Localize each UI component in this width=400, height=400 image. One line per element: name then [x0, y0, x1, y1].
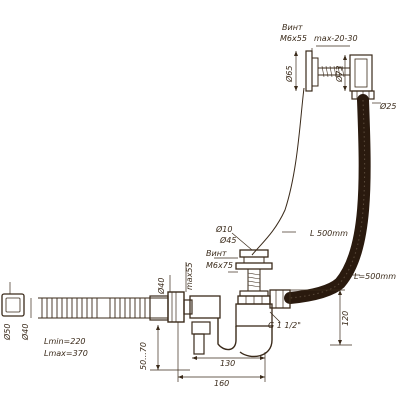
label-w160: 160 — [214, 379, 229, 388]
siphon-outlet — [189, 295, 221, 319]
drain-gasket — [239, 290, 269, 297]
drain-plug-cap — [239, 249, 269, 258]
label-d73: Ø73 — [334, 66, 344, 83]
dimension-lines — [150, 231, 360, 382]
drain-flange — [235, 262, 273, 270]
label-max55: max55 — [185, 262, 194, 290]
label-d50: Ø50 — [2, 324, 12, 341]
corrugated-outlet-pipe — [38, 295, 169, 321]
drain-screw — [247, 268, 261, 292]
label-d25: Ø25 — [379, 101, 396, 111]
dimension-labels: Винт M6x55 max-20-30 Ø65 Ø73 Ø25 L 500mm… — [2, 23, 396, 388]
label-d45: Ø45 — [219, 235, 236, 245]
control-cable — [251, 87, 305, 256]
label-thread-mid: M6x75 — [206, 261, 233, 270]
siphon-cleanout-plug — [193, 333, 205, 355]
label-l500-right: L=500mm — [354, 272, 396, 281]
label-d65: Ø65 — [284, 66, 294, 83]
label-d40-left: Ø40 — [20, 324, 30, 341]
label-w130: 130 — [220, 359, 235, 368]
hose-connector — [269, 289, 291, 309]
label-thread-top: M6x55 — [280, 34, 307, 43]
overflow-hose — [284, 94, 371, 304]
overflow-cover-rim — [311, 57, 319, 87]
label-d10: Ø10 — [215, 224, 232, 234]
label-max-range: max-20-30 — [314, 34, 358, 43]
label-thread-half: G 1 1/2" — [268, 321, 301, 330]
label-l500-left: L 500mm — [310, 229, 348, 238]
label-vint-mid: Винт — [206, 249, 227, 258]
siphon-cleanout — [191, 321, 211, 335]
label-vint-top: Винт — [282, 23, 303, 32]
label-d40-mid: Ø40 — [156, 278, 166, 295]
pipe-end-section — [1, 282, 32, 318]
label-lmax: Lmax=370 — [44, 349, 88, 358]
drain-body — [235, 303, 273, 327]
label-h120: 120 — [341, 311, 350, 326]
overflow-body — [349, 54, 373, 92]
label-range-50-70: 50...70 — [139, 342, 148, 370]
drain-plug-assembly — [235, 249, 291, 327]
overflow-body-inner — [354, 58, 368, 88]
label-lmin: Lmin=220 — [44, 337, 86, 346]
overflow-cover-plate — [305, 50, 313, 92]
siphon-trap — [167, 291, 273, 358]
